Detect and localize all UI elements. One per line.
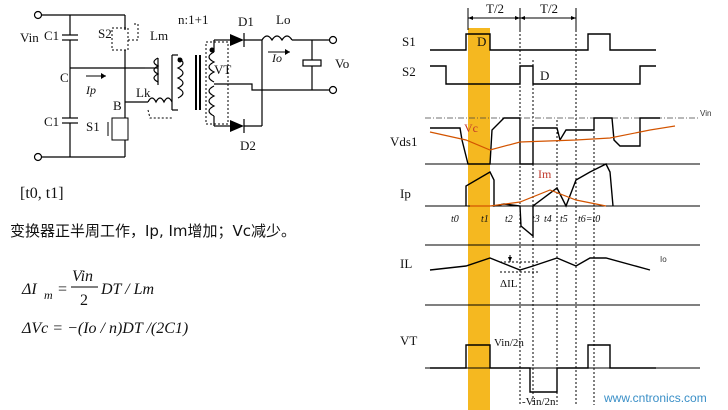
lk-inductor — [147, 97, 173, 104]
eq2: ΔVc = −(Io / n)DT /(2C1) — [21, 320, 188, 337]
row-label-il: IL — [400, 256, 412, 271]
operation-description: 变换器正半周工作，Ip, Im增加；Vc减少。 — [10, 222, 296, 240]
delta-il-label: ΔIL — [500, 278, 518, 290]
tick-t1: t1 — [481, 214, 489, 225]
eq1-numerator: Vin — [72, 268, 93, 285]
ratio-label: n:1+1 — [178, 12, 208, 27]
s2-d-label: D — [540, 68, 549, 83]
vc-tag: Vc — [464, 121, 478, 135]
s1-d-label: D — [477, 34, 486, 49]
tick-t0: t0 — [451, 214, 459, 225]
s2-switch — [111, 27, 129, 51]
row-label-s2: S2 — [402, 64, 416, 79]
vin-tag: Vin — [700, 109, 711, 118]
lm-inductor — [153, 57, 160, 83]
tick-t4: t4 — [544, 214, 552, 225]
vin-top-terminal — [33, 10, 43, 20]
transformer-core — [195, 55, 197, 110]
svg-text:=: = — [58, 281, 67, 298]
output-capacitor — [302, 59, 322, 67]
secondary-winding-bottom — [208, 85, 216, 117]
primary-winding — [176, 57, 184, 99]
vt-negative-label: -Vin/2n — [522, 396, 556, 408]
interval-label: [t0, t1] — [20, 185, 64, 202]
c1-bottom-label: C1 — [44, 114, 59, 129]
d1-label: D1 — [238, 14, 254, 29]
period-label-2: T/2 — [540, 1, 558, 16]
d2-diode — [230, 120, 244, 132]
row-label-ip: Ip — [400, 186, 411, 201]
node-c-label: C — [60, 70, 69, 85]
lk-label: Lk — [136, 85, 151, 100]
eq1-lhs: ΔI — [21, 281, 37, 298]
circuit-schematic: Vin C1 C1 C Ip S2 S1 B Lk Lm — [20, 10, 349, 162]
vo-label: Vo — [335, 56, 349, 71]
lo-label: Lo — [276, 12, 290, 27]
s1-label: S1 — [86, 119, 100, 134]
node-b-label: B — [113, 98, 122, 113]
secondary-winding-top — [208, 51, 216, 83]
timing-diagram: T/2 T/2 S1 S2 Vds1 Ip IL VT D D Vin Vc I… — [390, 1, 711, 410]
lo-inductor — [261, 35, 293, 42]
analysis-text: [t0, t1] 变换器正半周工作，Ip, Im增加；Vc减少。 ΔI m = … — [10, 185, 296, 337]
interval-highlight — [468, 28, 490, 410]
tick-t2: t2 — [505, 214, 513, 225]
c1-top-label: C1 — [44, 28, 59, 43]
io-tag: Io — [660, 255, 667, 264]
s2-waveform — [430, 65, 656, 85]
row-label-s1: S1 — [402, 34, 416, 49]
watermark: www.cntronics.com — [603, 391, 707, 405]
tick-t3: t3 — [532, 214, 540, 225]
row-label-vds1: Vds1 — [390, 134, 417, 149]
vds1-waveform — [430, 117, 660, 165]
vt-label: VT — [214, 62, 231, 77]
vt-positive-label: Vin/2n — [494, 337, 524, 349]
vo-top-terminal — [328, 35, 338, 45]
eq1-denominator: 2 — [80, 292, 88, 309]
s1-waveform — [430, 33, 656, 51]
tick-t5: t5 — [560, 214, 568, 225]
eq1-sub: m — [44, 288, 53, 302]
tick-t6: t6=t0 — [578, 214, 600, 225]
lm-label: Lm — [150, 28, 168, 43]
io-label: Io — [271, 51, 282, 65]
vo-bottom-terminal — [328, 85, 338, 95]
vt-waveform — [430, 344, 656, 393]
im-trace — [470, 189, 607, 207]
period-label-1: T/2 — [486, 1, 504, 16]
vin-label: Vin — [20, 30, 39, 45]
s1-switch — [111, 117, 129, 141]
row-label-vt: VT — [400, 333, 417, 348]
il-waveform — [429, 257, 651, 271]
ip-label: Ip — [85, 83, 96, 97]
vin-bottom-terminal — [33, 152, 43, 162]
d1-diode — [230, 34, 244, 46]
d2-label: D2 — [240, 138, 256, 153]
s2-label: S2 — [98, 26, 112, 41]
ip-waveform — [465, 163, 614, 238]
vc-trace — [429, 125, 676, 151]
eq1-tail: DT / Lm — [100, 281, 154, 298]
im-tag: Im — [538, 167, 552, 181]
